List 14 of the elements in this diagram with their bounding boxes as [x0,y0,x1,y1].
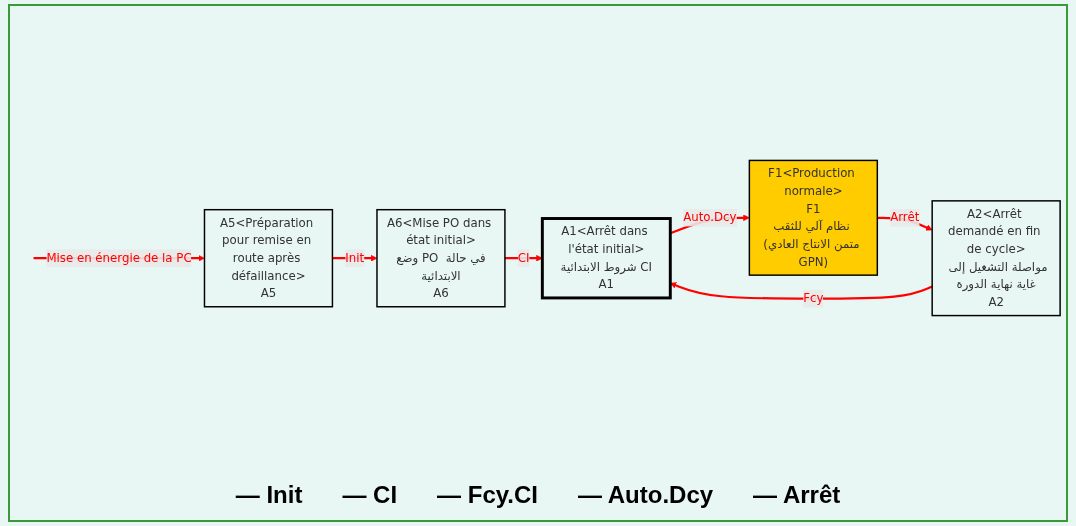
edge-label: Arrêt [890,210,920,225]
edge-label: Fcy [803,291,824,306]
node-box: A5<Préparation pour remise en route après défaillance> A5 [203,208,334,308]
edge-label: Auto.Dcy [683,210,737,225]
condition-note: — CI [342,481,398,509]
edge-label: CI [517,250,530,265]
arrow [670,282,933,300]
condition-note: — Init [235,481,303,509]
edge-label: Mise en énergie de la PC [46,250,192,265]
condition-note: — Auto.Dcy [578,481,714,509]
arrow [504,255,543,262]
condition-note: — Arrêt [753,481,841,509]
condition-note: — Fcy.CI [437,481,538,509]
edge-label: Init [345,250,365,265]
